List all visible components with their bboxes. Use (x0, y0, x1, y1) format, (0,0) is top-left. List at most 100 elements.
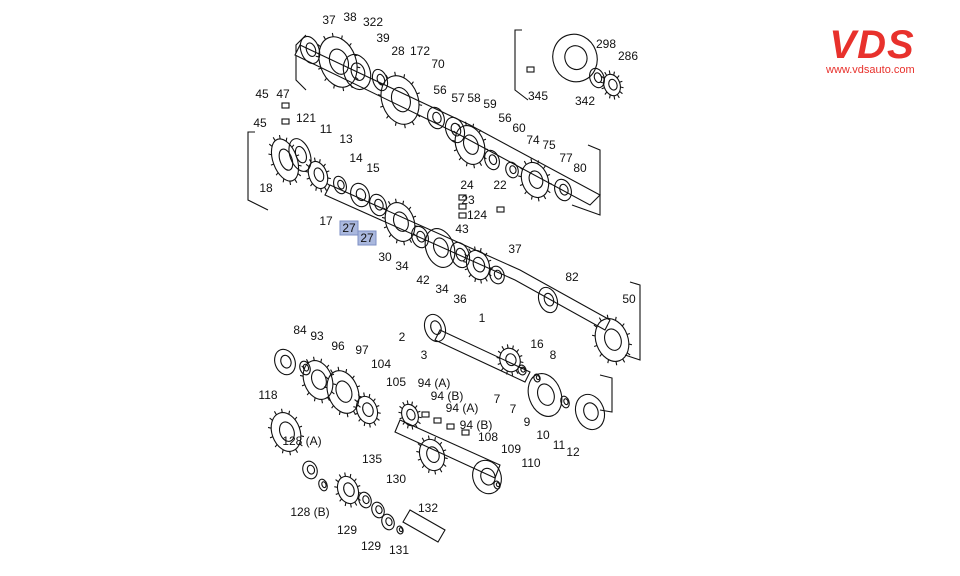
part-label[interactable]: 16 (530, 337, 544, 351)
part-label-highlighted[interactable]: 27 (360, 231, 374, 245)
part-label[interactable]: 322 (363, 15, 383, 29)
part-label[interactable]: 105 (386, 375, 406, 389)
pin (421, 411, 430, 418)
pin (526, 66, 535, 73)
part-label[interactable]: 17 (319, 214, 333, 228)
part-label[interactable]: 94 (B) (460, 418, 493, 432)
gear (299, 356, 337, 404)
shaft (294, 44, 601, 206)
part-label[interactable]: 94 (A) (446, 401, 479, 415)
part-label[interactable]: 36 (453, 292, 467, 306)
logo-brand: VDS (829, 23, 915, 67)
part-label[interactable]: 11 (320, 122, 333, 136)
part-label[interactable]: 109 (501, 442, 521, 456)
part-label[interactable]: 34 (395, 259, 409, 273)
part-label[interactable]: 298 (596, 37, 616, 51)
part-label[interactable]: 96 (331, 339, 345, 353)
ring-bearing (589, 67, 605, 89)
part-label[interactable]: 7 (494, 392, 501, 406)
part-label[interactable]: 97 (355, 343, 369, 357)
part-label[interactable]: 74 (526, 133, 540, 147)
part-label[interactable]: 12 (566, 445, 580, 459)
ring-bearing (427, 106, 445, 130)
part-label[interactable]: 286 (618, 49, 638, 63)
part-label[interactable]: 3 (421, 348, 428, 362)
part-label[interactable]: 75 (542, 138, 556, 152)
ring-bearing (299, 360, 311, 376)
part-label[interactable]: 56 (498, 111, 512, 125)
part-label[interactable]: 110 (521, 456, 540, 470)
part-label[interactable]: 131 (389, 543, 409, 557)
bracket-line (295, 34, 307, 91)
gear (600, 70, 624, 100)
gear (451, 121, 489, 169)
part-label[interactable]: 28 (391, 44, 405, 58)
part-label[interactable]: 14 (349, 151, 363, 165)
part-label[interactable]: 60 (512, 121, 526, 135)
part-label[interactable]: 15 (366, 161, 380, 175)
vds-logo: VDS www.vdsauto.com (826, 23, 915, 76)
part-label[interactable]: 2 (399, 330, 406, 344)
part-label[interactable]: 130 (386, 472, 406, 486)
part-label[interactable]: 13 (339, 132, 353, 146)
part-label[interactable]: 345 (528, 89, 548, 103)
part-label[interactable]: 172 (410, 44, 430, 58)
part-label[interactable]: 11 (553, 438, 566, 452)
part-label[interactable]: 1 (479, 311, 486, 325)
part-label[interactable]: 342 (575, 94, 595, 108)
ring-bearing (552, 33, 598, 83)
gear (381, 198, 419, 246)
part-label[interactable]: 50 (622, 292, 636, 306)
part-label[interactable]: 57 (451, 91, 465, 105)
part-label[interactable]: 38 (343, 10, 357, 24)
ring-bearing (318, 478, 328, 492)
part-label[interactable]: 47 (276, 87, 290, 101)
part-label[interactable]: 8 (550, 348, 557, 362)
part-label[interactable]: 42 (416, 273, 430, 287)
part-label[interactable]: 135 (362, 452, 382, 466)
part-label[interactable]: 37 (322, 13, 336, 27)
part-label[interactable]: 30 (378, 250, 392, 264)
part-label[interactable]: 22 (493, 178, 507, 192)
pin (461, 429, 470, 436)
part-label[interactable]: 129 (337, 523, 357, 537)
part-label[interactable]: 93 (310, 329, 324, 343)
part-label[interactable]: 9 (524, 415, 531, 429)
part-label[interactable]: 70 (431, 57, 445, 71)
part-label[interactable]: 18 (259, 181, 273, 195)
part-label[interactable]: 45 (255, 87, 269, 101)
part-label[interactable]: 108 (478, 430, 498, 444)
part-label[interactable]: 94 (A) (418, 376, 451, 390)
part-label[interactable]: 58 (467, 91, 481, 105)
part-label[interactable]: 121 (296, 111, 316, 125)
part-label[interactable]: 94 (B) (431, 389, 464, 403)
logo-url: www.vdsauto.com (826, 64, 915, 76)
part-label[interactable]: 124 (467, 208, 487, 222)
part-label[interactable]: 10 (536, 428, 550, 442)
part-label[interactable]: 59 (483, 97, 497, 111)
part-label[interactable]: 128 (A) (282, 434, 321, 448)
part-label[interactable]: 82 (565, 270, 579, 284)
part-label-highlighted[interactable]: 27 (342, 221, 356, 235)
gear (496, 344, 524, 376)
part-label[interactable]: 118 (258, 388, 277, 402)
part-label[interactable]: 128 (B) (290, 505, 329, 519)
part-label[interactable]: 7 (510, 402, 517, 416)
part-label[interactable]: 132 (418, 501, 438, 515)
part-label[interactable]: 37 (508, 242, 522, 256)
part-label[interactable]: 56 (433, 83, 447, 97)
gear (267, 408, 305, 456)
part-label[interactable]: 39 (376, 31, 390, 45)
gear (323, 366, 363, 418)
part-label[interactable]: 23 (461, 193, 475, 207)
part-label[interactable]: 77 (559, 151, 573, 165)
part-label[interactable]: 34 (435, 282, 449, 296)
part-label[interactable]: 43 (455, 222, 469, 236)
part-label[interactable]: 45 (253, 116, 267, 130)
part-label[interactable]: 80 (573, 161, 587, 175)
part-label[interactable]: 129 (361, 539, 381, 553)
part-label[interactable]: 24 (460, 178, 474, 192)
part-label[interactable]: 104 (371, 357, 391, 371)
part-label[interactable]: 84 (293, 323, 307, 337)
